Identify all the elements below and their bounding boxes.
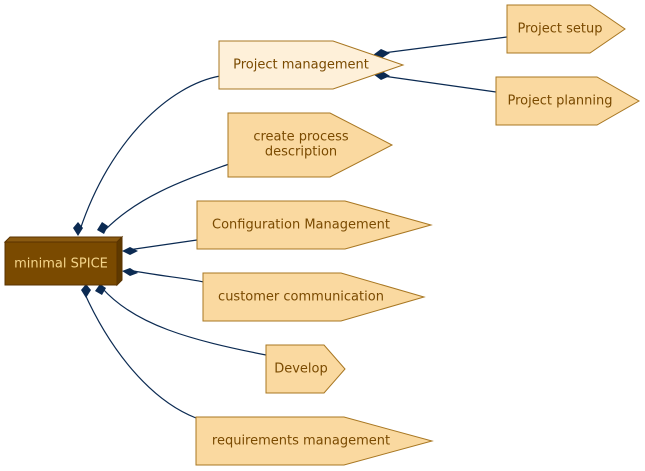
node-requirements-management[interactable]: requirements management (195, 416, 434, 466)
diamond-root-lower (95, 284, 106, 295)
composition-markers (73, 49, 390, 298)
node-develop[interactable]: Develop (265, 344, 346, 394)
root-node-face (4, 241, 118, 286)
edge-root-requirements-management (83, 291, 197, 419)
node-create-process-label-line1: create process (253, 130, 349, 145)
node-requirements-management-shape (195, 416, 434, 466)
diamond-root-bottom (81, 284, 91, 298)
node-project-setup-label: Project setup (518, 22, 603, 37)
node-requirements-management-label: requirements management (212, 434, 390, 449)
node-project-planning-label: Project planning (507, 94, 612, 109)
node-project-planning[interactable]: Project planning (495, 76, 641, 126)
node-project-planning-shape (495, 76, 641, 126)
node-create-process-label-line2: description (265, 145, 337, 160)
edge-pm-project-setup (382, 36, 508, 54)
node-configuration-management[interactable]: Configuration Management (196, 200, 433, 250)
diamond-root-upper (97, 222, 108, 234)
edge-root-configuration-management (127, 239, 198, 251)
node-project-management-label: Project management (233, 58, 369, 73)
edges (79, 36, 508, 419)
root-node[interactable]: minimal SPICE (3, 235, 124, 287)
edge-root-project-management (79, 75, 221, 231)
node-develop-label: Develop (274, 362, 328, 377)
node-configuration-management-label: Configuration Management (212, 218, 390, 233)
root-node-label: minimal SPICE (14, 257, 108, 272)
node-project-setup-shape (506, 4, 626, 54)
root-node-top (3, 236, 124, 243)
node-project-management[interactable]: Project management (218, 40, 405, 90)
diamond-root-customer (122, 268, 138, 276)
diamond-root-top (73, 222, 83, 236)
node-create-process-shape (227, 112, 394, 178)
node-configuration-management-shape (196, 200, 433, 250)
node-customer-communication[interactable]: customer communication (202, 272, 426, 322)
edge-root-customer-communication (127, 269, 205, 283)
node-project-setup[interactable]: Project setup (506, 4, 626, 54)
node-customer-communication-label: customer communication (218, 290, 384, 305)
node-project-management-shape (218, 40, 405, 90)
edge-root-develop (101, 287, 267, 356)
node-customer-communication-shape (202, 272, 426, 322)
node-create-process-description[interactable]: create process description (227, 112, 394, 178)
root-node-side (116, 235, 123, 287)
node-develop-shape (265, 344, 346, 394)
edge-root-create-process (104, 163, 230, 231)
edge-pm-project-planning (382, 75, 497, 93)
diamond-root-config (122, 247, 138, 255)
